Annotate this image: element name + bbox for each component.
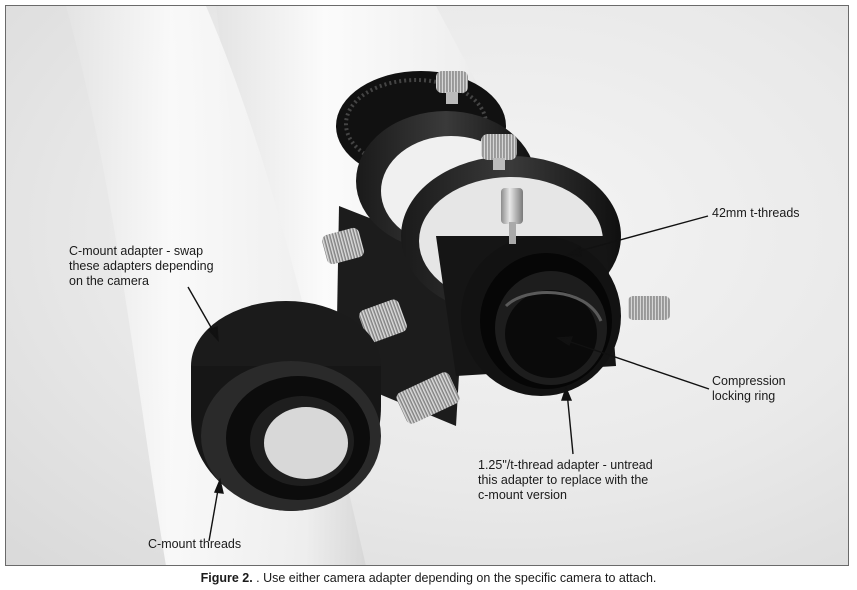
figure-frame: C-mount adapter - swap these adapters de… [5, 5, 849, 566]
label-t-threads: 42mm t-threads [712, 206, 800, 220]
side-screw-left [322, 227, 364, 265]
camera-adapter-photo [66, 6, 710, 565]
thumbscrew-top [436, 71, 468, 104]
caption-text: . Use either camera adapter depending on… [252, 571, 657, 585]
locking-pin [501, 188, 523, 244]
label-c-mount-threads: C-mount threads [148, 537, 242, 551]
caption-prefix: Figure 2. [200, 571, 253, 585]
side-screw-right [628, 296, 670, 320]
side-screw-middle [359, 299, 407, 343]
thumbscrew-middle [481, 134, 517, 170]
figure-caption: Figure 2. . Use either camera adapter de… [0, 571, 857, 585]
c-mount-adapter [191, 301, 381, 511]
label-compression-ring: Compression locking ring [712, 374, 786, 403]
label-c-mount-adapter: C-mount adapter - swap these adapters de… [69, 244, 214, 288]
side-screw-bottom [396, 372, 460, 424]
label-thread-adapter: 1.25"/t-thread adapter - untread this ad… [478, 458, 653, 502]
leader-lines [187, 215, 710, 542]
